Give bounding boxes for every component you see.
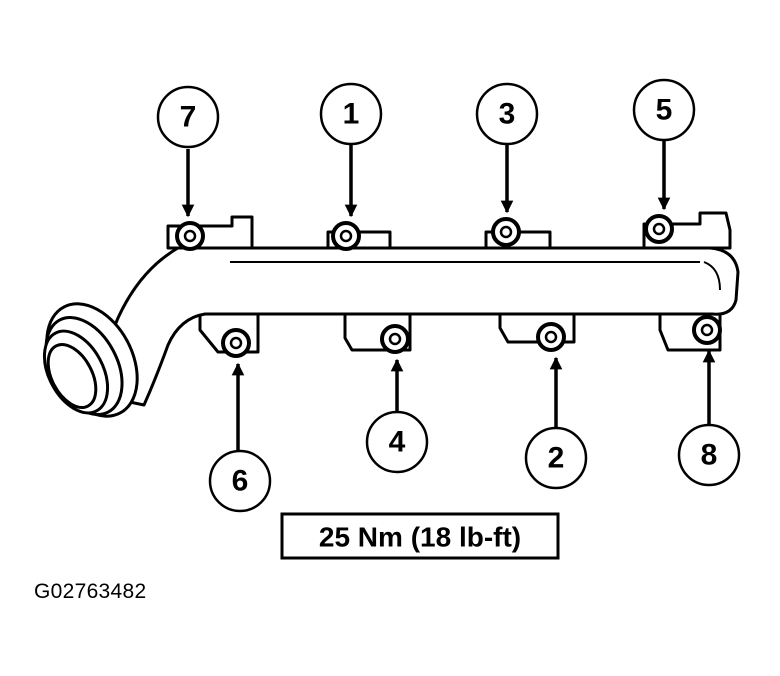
callout-label-3: 3 (499, 98, 516, 131)
bolts (175, 214, 722, 358)
callout-label-6: 6 (232, 465, 249, 498)
callout-circle-6 (208, 449, 272, 513)
callout-circle-8 (677, 423, 741, 487)
callout-label-8: 8 (701, 439, 718, 472)
callout-arrows (181, 137, 716, 452)
bolt-4 (380, 324, 410, 354)
torque-spec-label: 25 Nm (18 lb-ft) (319, 522, 521, 553)
bolt-3 (491, 217, 521, 247)
callout-circle-4 (365, 410, 429, 474)
callout-label-7: 7 (180, 101, 197, 134)
bolt-7 (175, 221, 205, 251)
callout-numbers: 7 1 3 5 6 4 2 8 (180, 94, 718, 498)
callout-label-4: 4 (389, 426, 406, 459)
bolt-2 (536, 322, 566, 352)
manifold-body (42, 211, 740, 418)
bolt-1 (331, 221, 361, 251)
figure-id: G02763482 (34, 580, 147, 603)
callout-circles (156, 78, 741, 513)
bolt-8 (692, 315, 722, 345)
callout-circle-7 (156, 85, 220, 149)
callout-label-1: 1 (343, 98, 360, 131)
callout-label-2: 2 (548, 442, 565, 475)
callout-circle-3 (475, 82, 539, 146)
callout-circle-2 (524, 426, 588, 490)
callout-label-5: 5 (656, 94, 673, 127)
bolt-5 (644, 214, 674, 244)
torque-spec-box: 25 Nm (18 lb-ft) (280, 512, 560, 560)
callout-circle-5 (632, 78, 696, 142)
callout-circle-1 (319, 82, 383, 146)
bolt-6 (221, 328, 251, 358)
